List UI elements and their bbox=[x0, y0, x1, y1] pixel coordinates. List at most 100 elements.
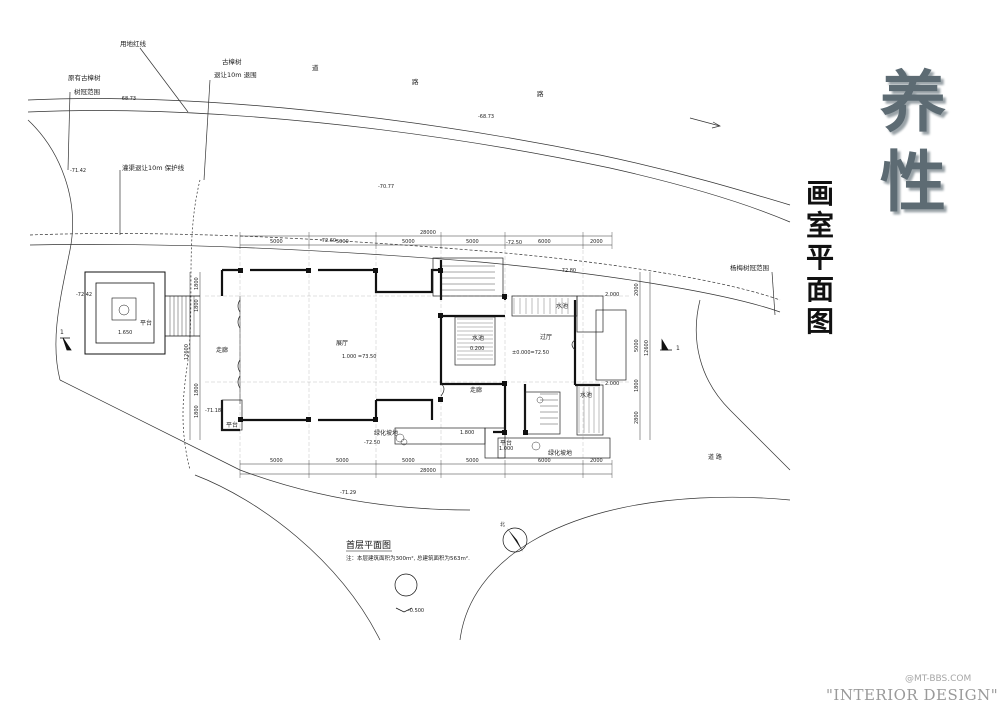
dim-bottom: 5000 bbox=[402, 458, 415, 464]
terrain-lower-mid bbox=[459, 496, 791, 641]
main-title-char: 养 bbox=[880, 63, 946, 141]
dim-bottom: 5000 bbox=[336, 458, 349, 464]
road-arrow bbox=[689, 117, 721, 129]
columns bbox=[238, 268, 528, 435]
dim-overall-top: 28000 bbox=[420, 230, 436, 236]
dim-overall-bottom: 28000 bbox=[420, 468, 436, 474]
room-exhibition-hall: 展厅 bbox=[336, 340, 348, 347]
plan-note: 注：本层建筑面积为300m², 总建筑面积为563m². bbox=[346, 554, 470, 562]
callout-site-line: 用地红线 bbox=[120, 39, 147, 48]
room-green-slope-1: 绿化坡地 bbox=[374, 429, 398, 437]
road-glyph-1: 道 bbox=[312, 63, 319, 72]
elev-pool: 0.200 bbox=[470, 346, 484, 352]
elev-main: ±0.000=72.50 bbox=[512, 350, 549, 356]
road-glyph-3: 路 bbox=[537, 89, 544, 98]
dim-left: 1800 bbox=[194, 299, 200, 312]
pavilion bbox=[84, 271, 200, 355]
dim-right: 2800 bbox=[634, 411, 640, 424]
pavilion-platform-label: 平台 bbox=[140, 319, 152, 327]
north-arrow: 北 bbox=[500, 521, 528, 553]
dim-right: 2000 bbox=[634, 283, 640, 296]
callout-ancient-tree: 古樟树 bbox=[222, 57, 242, 66]
contour-label: -68.73 bbox=[120, 96, 136, 102]
dim-bottom: 6000 bbox=[538, 458, 551, 464]
contour-label: -72.50 bbox=[364, 440, 380, 446]
main-title: 养 性 bbox=[880, 62, 980, 222]
section-marker-right: 1 bbox=[676, 345, 680, 352]
road-label: 道 路 bbox=[708, 453, 722, 461]
callout-retreat: 退让10m 退围 bbox=[214, 70, 257, 79]
contour-label: -71.18 bbox=[205, 408, 221, 414]
dimension-texts: 28000 5000 5000 5000 5000 6000 2000 5000… bbox=[184, 230, 650, 474]
contour-label: -72.42 bbox=[76, 292, 92, 298]
dim-bottom: 5000 bbox=[270, 458, 283, 464]
sub-title-char: 室 bbox=[805, 209, 834, 242]
room-platform-2: 平台 bbox=[226, 421, 238, 429]
building-thin bbox=[221, 257, 627, 459]
elev-lower: -0.500 bbox=[408, 608, 424, 614]
contour-label: -68.73 bbox=[478, 114, 494, 120]
sub-title: 画 室 平 面 图 bbox=[800, 178, 840, 338]
sub-title-char: 面 bbox=[805, 273, 834, 306]
north-label: 北 bbox=[500, 521, 505, 528]
dim-left: 1800 bbox=[194, 383, 200, 396]
elev-right-2: 2.000 bbox=[605, 381, 619, 387]
callout-canal-protection: 灌渠退让10m 保护线 bbox=[122, 163, 185, 172]
dim-right: 1800 bbox=[634, 379, 640, 392]
site-lines bbox=[27, 47, 791, 641]
elev-platform: 1.800 bbox=[460, 430, 474, 436]
elev-hall: 1.000 =73.50 bbox=[342, 354, 376, 360]
dim-bottom: 5000 bbox=[466, 458, 479, 464]
contour-label: -71.42 bbox=[70, 168, 86, 174]
callout-leader-existing bbox=[67, 91, 71, 171]
dim-top: 5000 bbox=[402, 239, 415, 245]
sub-title-char: 图 bbox=[805, 305, 834, 338]
terrain-right bbox=[695, 299, 791, 471]
room-hall: 过厅 bbox=[540, 333, 552, 341]
callout-leader-tree bbox=[203, 79, 211, 181]
dim-left: 1800 bbox=[194, 405, 200, 418]
road-edge-top bbox=[27, 98, 791, 206]
callout-canopy-range: 树冠范围 bbox=[74, 87, 100, 96]
dim-top: 5000 bbox=[336, 239, 349, 245]
site-boundary-left bbox=[27, 119, 73, 381]
dim-top: 5000 bbox=[466, 239, 479, 245]
plan-title: 首层平面图 bbox=[346, 539, 391, 551]
room-labels: 展厅 1.000 =73.50 走廊 走廊 水池 0.200 过厅 ±0.000… bbox=[216, 292, 722, 461]
dim-top: 5000 bbox=[270, 239, 283, 245]
elev-step: 1.000 bbox=[499, 446, 513, 452]
contour-label: -72.80 bbox=[560, 268, 576, 274]
callout-bayberry: 杨梅树冠范围 bbox=[730, 263, 769, 272]
sub-title-char: 画 bbox=[805, 177, 834, 210]
contour-label: -71.29 bbox=[340, 490, 356, 496]
dim-left: 1800 bbox=[194, 277, 200, 290]
dim-right: 5000 bbox=[634, 339, 640, 352]
room-corridor-mid: 走廊 bbox=[470, 386, 482, 394]
callout-existing-tree: 原有古樟树 bbox=[68, 73, 101, 82]
room-pool-1: 水池 bbox=[472, 334, 484, 342]
callouts: 用地红线 古樟树 退让10m 退围 原有古樟树 树冠范围 灌渠退让10m 保护线… bbox=[68, 39, 769, 272]
dim-bottom: 2000 bbox=[590, 458, 603, 464]
plant-symbols bbox=[395, 396, 544, 451]
room-pool-3: 水池 bbox=[580, 391, 592, 399]
dim-right-total: 12600 bbox=[644, 340, 650, 356]
pavilion-elevation: 1.650 bbox=[118, 330, 132, 336]
room-green-slope-2: 绿化坡地 bbox=[548, 449, 572, 457]
dim-left-total: 12600 bbox=[184, 344, 190, 360]
callout-leader-site bbox=[139, 47, 189, 113]
canal-line-2 bbox=[29, 244, 781, 313]
contour-labels: -68.73 -68.73 -71.42 -70.77 -72.60 -72.5… bbox=[70, 96, 576, 496]
dim-top: 6000 bbox=[538, 239, 551, 245]
terrain-lower-left bbox=[194, 474, 381, 641]
elev-right-1: 2.000 bbox=[605, 292, 619, 298]
callout-leader-bayberry bbox=[771, 271, 776, 316]
contour-label: -72.50 bbox=[506, 240, 522, 246]
room-pool-2: 水池 bbox=[556, 302, 568, 310]
road-glyph-2: 路 bbox=[412, 77, 419, 86]
canal-line bbox=[29, 233, 781, 301]
contour-label: -70.77 bbox=[378, 184, 394, 190]
room-platform-3: 平台 bbox=[500, 439, 512, 447]
lower-marker bbox=[394, 573, 418, 613]
road-edge-top-2 bbox=[27, 110, 791, 223]
